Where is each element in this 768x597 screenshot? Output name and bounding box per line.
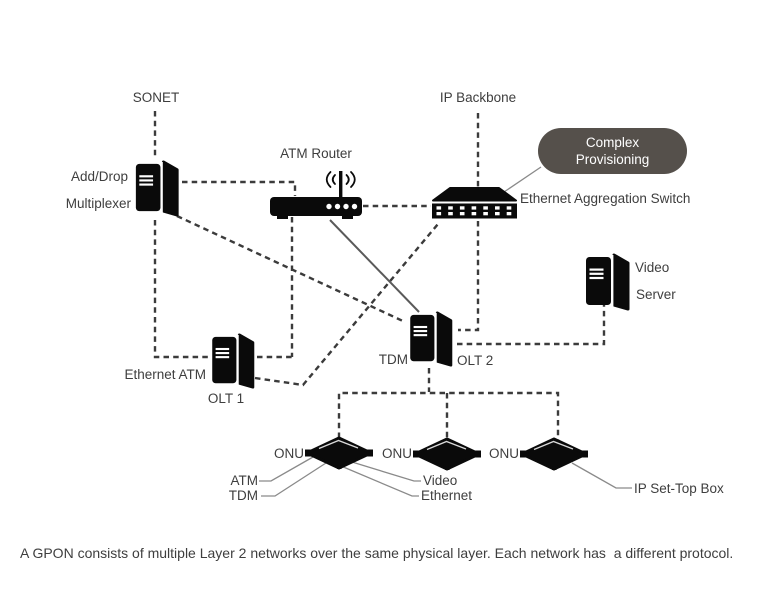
atm-router-icon [270,171,362,219]
leader-ip-set-top-box [571,462,632,489]
leader-tdm [261,462,327,497]
diagram-caption: A GPON consists of multiple Layer 2 netw… [20,545,734,561]
ethernet-aggregation-switch-icon [432,187,517,219]
link-multiplexer-router [182,180,297,196]
link-olt1-router [257,217,294,359]
label-video-server-line2: Server [636,287,676,302]
leader-atm [259,456,314,482]
video-server-icon [584,253,630,311]
link-olt1-switch-diagonal [254,223,439,387]
label-ethernet-atm: Ethernet ATM [124,367,206,382]
label-callout-video: Video [423,473,458,488]
label-olt2: OLT 2 [457,353,494,368]
label-video-server-line1: Video [635,260,670,275]
link-splitter-onus [337,391,560,443]
olt1-server-icon [210,333,255,389]
leader-video [351,461,421,482]
label-ip-set-top-box: IP Set-Top Box [634,481,724,496]
label-callout-ethernet: Ethernet [421,488,473,503]
onu2-icon [412,437,482,471]
label-tdm: TDM [378,352,408,367]
onu1-icon [304,436,374,470]
bubble-line2: Provisioning [575,151,650,167]
label-add-drop: Add/Drop [70,169,128,184]
label-callout-atm: ATM [230,473,259,488]
label-callout-tdm: TDM [228,488,258,503]
link-olt2-videoserver [457,303,606,346]
onu3-icon [519,437,589,471]
label-onu3: ONU [489,446,519,461]
link-multiplexer-olt1 [153,220,208,359]
label-ethernet-aggregation-switch: Ethernet Aggregation Switch [520,191,691,206]
link-multiplexer-olt2-diagonal [176,214,406,324]
bubble-line1: Complex [585,134,640,150]
label-multiplexer: Multiplexer [65,196,131,211]
label-onu1: ONU [274,446,304,461]
label-onu2: ONU [382,446,412,461]
complex-provisioning-bubble: Complex Provisioning [538,128,687,174]
label-atm-router: ATM Router [280,146,352,161]
link-switch-olt2 [458,221,480,332]
add-drop-multiplexer-icon [134,160,179,217]
olt2-server-icon [408,311,453,367]
link-router-olt2-solid [329,219,420,313]
leader-ethernet [340,465,419,497]
label-olt1: OLT 1 [207,391,245,406]
label-sonet: SONET [132,90,180,105]
label-ip-backbone: IP Backbone [439,90,517,105]
leader-bubble [503,166,542,193]
